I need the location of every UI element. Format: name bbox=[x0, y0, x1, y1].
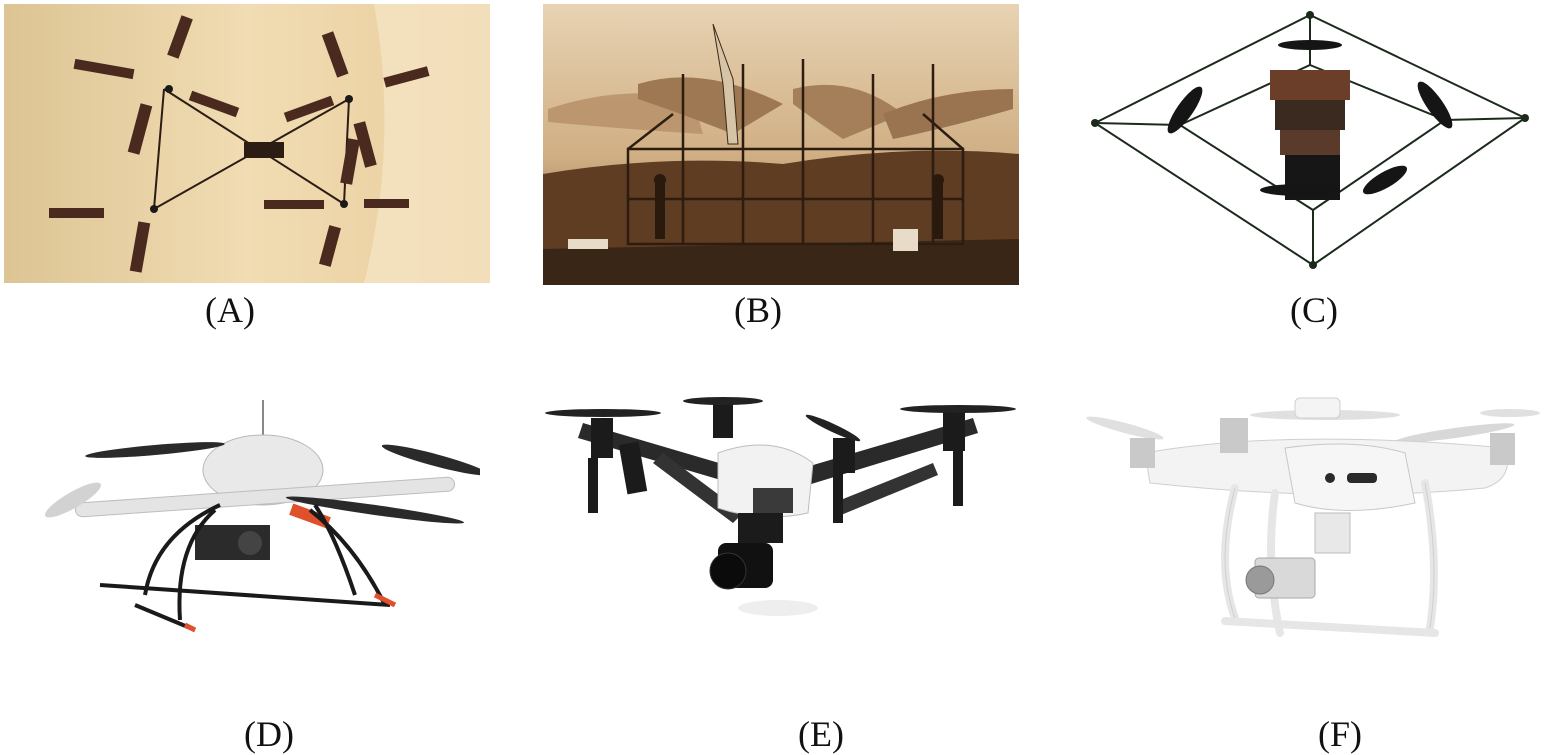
panel-e-photo bbox=[543, 393, 1018, 628]
caption-d: (D) bbox=[244, 714, 294, 754]
panel-c-photo bbox=[1085, 10, 1535, 272]
panel-f-photo bbox=[1085, 393, 1545, 638]
panel-a-photo bbox=[4, 4, 490, 283]
panel-d-photo bbox=[35, 395, 480, 640]
caption-e: (E) bbox=[798, 714, 844, 754]
panel-b-photo bbox=[543, 4, 1019, 285]
caption-a: (A) bbox=[205, 290, 255, 330]
caption-b: (B) bbox=[734, 290, 782, 330]
caption-c: (C) bbox=[1290, 290, 1338, 330]
caption-f: (F) bbox=[1318, 714, 1362, 754]
